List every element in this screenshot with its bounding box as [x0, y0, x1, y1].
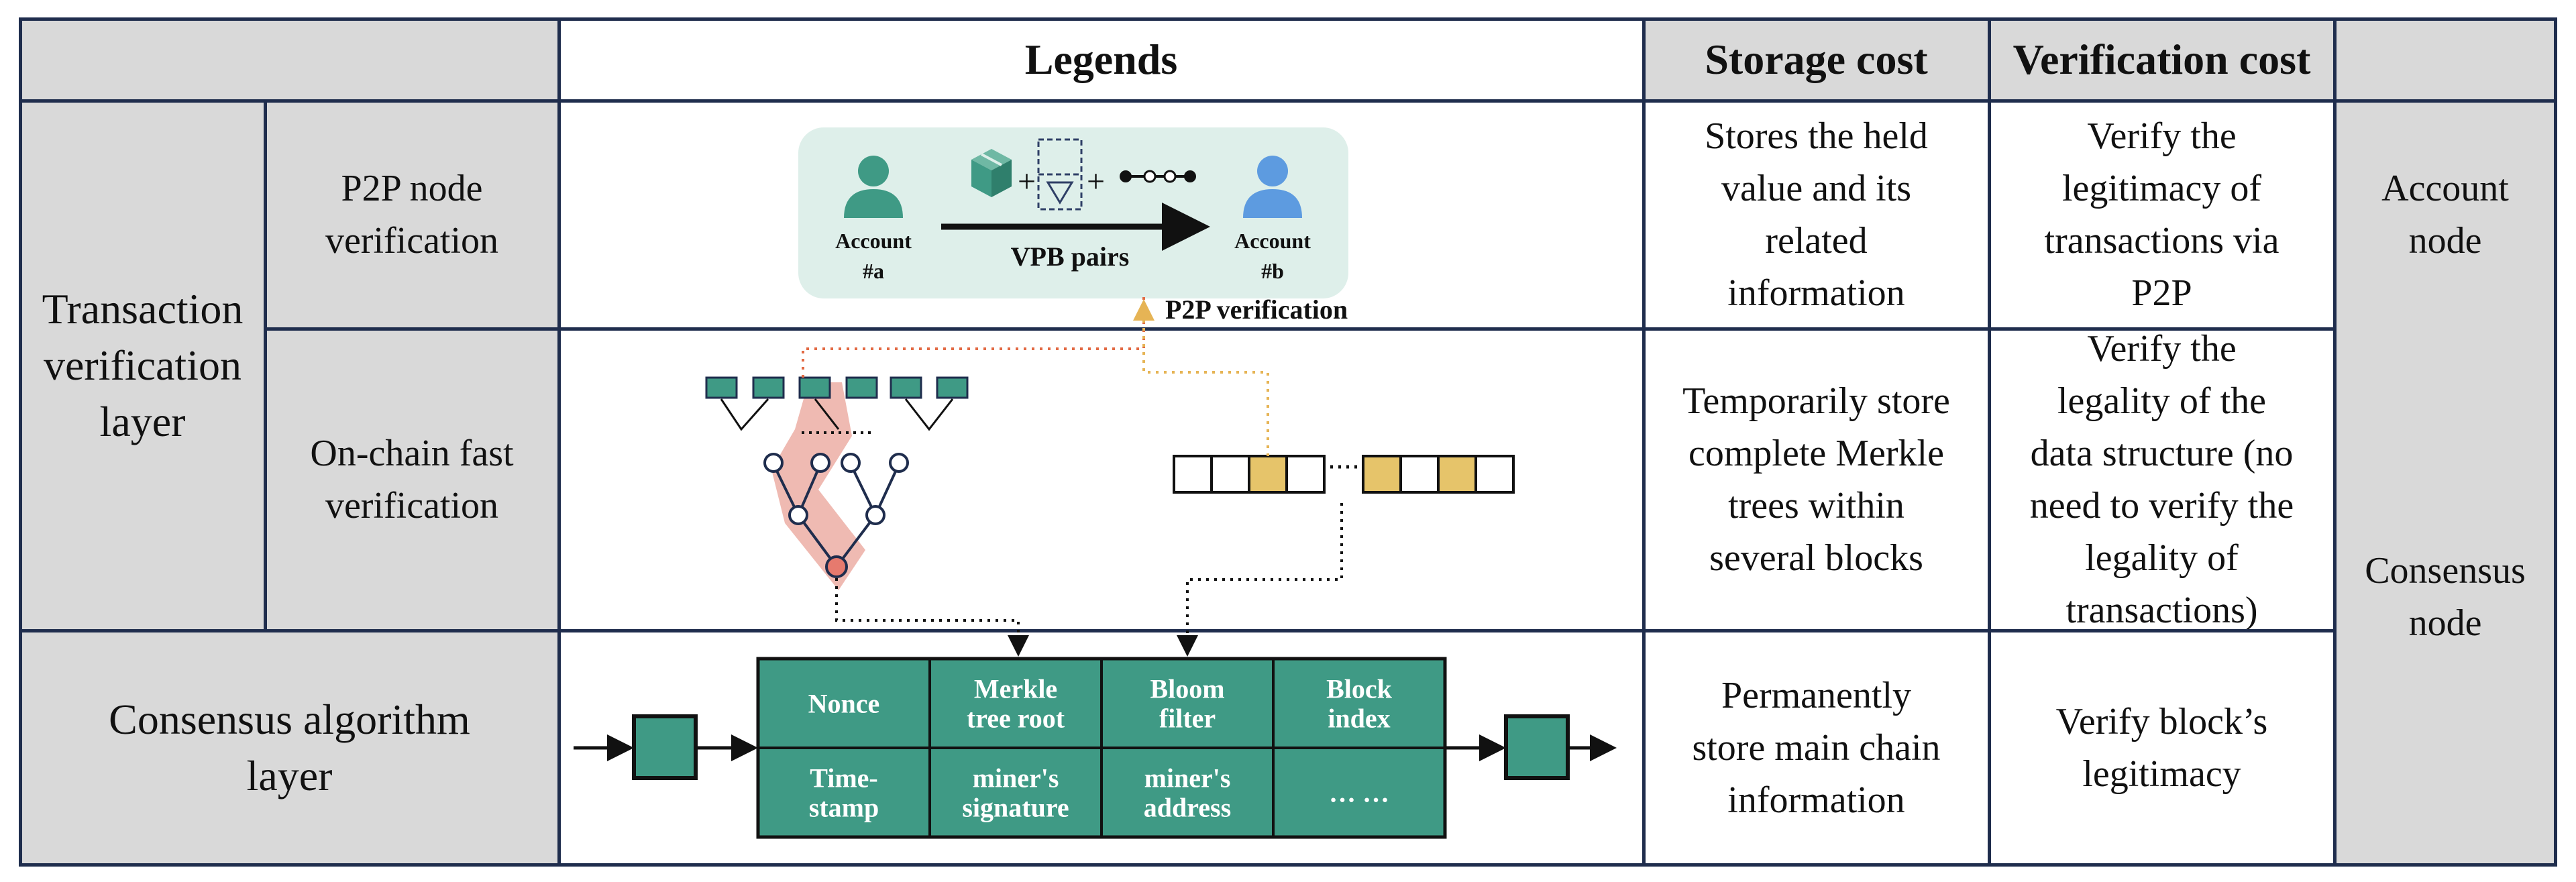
header-empty-right [2334, 19, 2556, 101]
block-field-label: signature [962, 793, 1069, 823]
proof-icon [1037, 138, 1083, 211]
transaction-layer-label: Transaction verification layer [20, 101, 265, 630]
grid-line [19, 629, 2337, 632]
grid-line [557, 17, 561, 867]
block-field-label: address [1144, 793, 1231, 823]
next-block-icon [1504, 714, 1570, 780]
block-field-label: stamp [809, 793, 879, 823]
grid-line [264, 327, 2337, 331]
bloom-filter-array [1173, 455, 1515, 494]
account-node-label: Account node [2334, 101, 2556, 329]
block-field-label: filter [1159, 704, 1216, 734]
vpb-pairs-label: VPB pairs [1011, 241, 1130, 272]
consensus-storage-cost: Permanently store main chain information [1644, 630, 1989, 865]
bloom-to-p2p-connector [1133, 299, 1269, 456]
person-a-icon [844, 156, 903, 218]
vpb-panel [798, 127, 1348, 298]
plus-2: + [1087, 164, 1105, 199]
p2p-verification-label: P2P verification [1165, 294, 1348, 325]
block-field-label: miner's [973, 763, 1059, 793]
p2p-storage-cost: Stores the held value and its related in… [1644, 101, 1989, 329]
p2p-row-label: P2P node verification [265, 101, 559, 329]
block-field-label: Merkle [974, 674, 1057, 704]
merkle-root-node [825, 555, 848, 578]
onchain-verification-cost: Verify the legality of the data structur… [1989, 328, 2334, 631]
p2p-verification-cost: Verify the legitimacy of transactions vi… [1989, 101, 2334, 329]
header-verification-cost: Verification cost [1989, 19, 2334, 101]
header-storage-cost: Storage cost [1644, 19, 1989, 101]
block-field-label: tree root [967, 704, 1065, 734]
grid-line [2554, 17, 2557, 867]
account-b-label: Account [1234, 229, 1311, 253]
merkle-leaves [705, 376, 969, 399]
header-empty-left [20, 19, 559, 101]
block-field-label: miner's [1144, 763, 1231, 793]
grid-line [2333, 17, 2337, 867]
grid-line [19, 99, 2557, 103]
grid-line [19, 17, 2557, 21]
grid-line [1642, 17, 1646, 867]
consensus-verification-cost: Verify block’s legitimacy [1989, 630, 2334, 865]
merkle-path-highlight [771, 382, 865, 590]
onchain-storage-cost: Temporarily store complete Merkle trees … [1644, 329, 1989, 630]
header-legends: Legends [559, 19, 1644, 101]
onchain-row-label: On-chain fast verification [265, 329, 559, 630]
cube-icon [971, 149, 1012, 197]
bloom-to-block-connector [1177, 503, 1343, 657]
block-field-label: Nonce [808, 689, 880, 719]
block-field-label: … … [1329, 778, 1389, 808]
block-field-label: Time- [810, 763, 877, 793]
plus-1: + [1018, 164, 1036, 199]
merkle-to-block-connector [835, 578, 1029, 657]
merkle-nodes [763, 453, 909, 525]
grid-line [264, 99, 267, 632]
grid-line [19, 17, 22, 867]
account-a-label: Account [835, 229, 912, 253]
block-field-label: Block [1326, 674, 1393, 704]
consensus-node-label: Consensus node [2334, 329, 2556, 865]
person-b-icon [1243, 156, 1302, 218]
grid-line [1988, 17, 1991, 867]
block-field-label: index [1328, 704, 1390, 734]
block-field-label: Bloom [1150, 674, 1224, 704]
grid-line [19, 863, 2557, 867]
chain-icon [1120, 170, 1196, 183]
account-a-id: #a [863, 259, 884, 283]
block-header-grid [758, 659, 1445, 837]
account-b-id: #b [1261, 259, 1284, 283]
merkle-to-p2p-connector [802, 295, 1145, 378]
merkle-leaf-edges [720, 398, 954, 431]
consensus-layer-label: Consensus algorithm layer [20, 630, 559, 865]
prev-block-icon [632, 714, 698, 780]
